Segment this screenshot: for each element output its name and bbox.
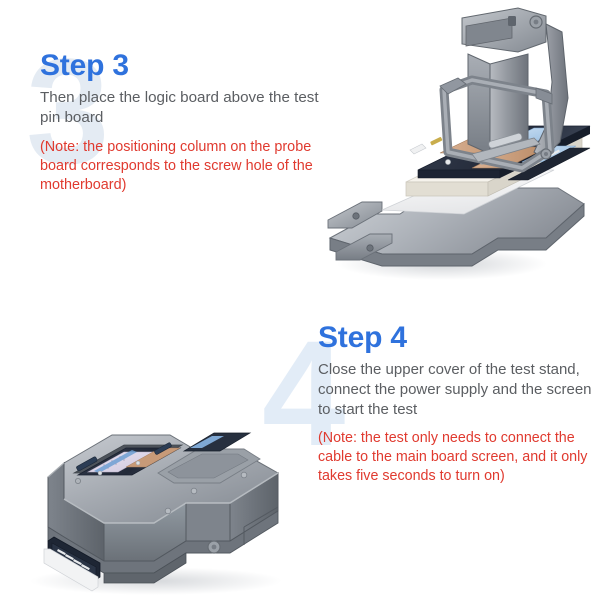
step-3-body-text: Then place the logic board above the tes… bbox=[40, 88, 319, 127]
step-4-heading: Step 4 bbox=[318, 321, 407, 354]
left-edge-highlight bbox=[47, 462, 65, 478]
right-panel-seam bbox=[243, 506, 279, 528]
cover-column bbox=[467, 53, 491, 155]
stand-base-foot bbox=[103, 552, 187, 584]
cover-latch bbox=[508, 16, 516, 26]
board-connector-right bbox=[154, 442, 172, 455]
board-screw-1 bbox=[97, 470, 103, 476]
top-screw-1 bbox=[190, 487, 198, 495]
base-screw-hole-1 bbox=[352, 212, 360, 220]
test-pin-board-side bbox=[405, 181, 489, 197]
step-4-text-block: Step 4 Close the upper cover of the test… bbox=[318, 322, 596, 486]
side-thumbscrew-right-inner bbox=[211, 544, 217, 550]
front-connector-contacts bbox=[57, 549, 90, 570]
top-recess-inner bbox=[167, 453, 249, 479]
cover-plunger bbox=[488, 132, 523, 149]
step-3-heading: Step 3 bbox=[40, 49, 129, 82]
secondary-board-blue bbox=[190, 436, 224, 448]
pcb-screw-1 bbox=[445, 159, 451, 165]
cover-cross-bar bbox=[471, 137, 541, 163]
secondary-board bbox=[182, 432, 252, 452]
step-4-note-text: (Note: the test only needs to connect th… bbox=[318, 430, 588, 485]
side-screw-left bbox=[75, 478, 82, 485]
probe-board-strip bbox=[507, 147, 591, 181]
cover-pivot-screw-inner bbox=[533, 19, 539, 25]
top-screw-3 bbox=[164, 507, 172, 515]
pcb-connector-1 bbox=[430, 137, 443, 146]
stand-front-face-2 bbox=[185, 502, 231, 542]
cover-hinge-right bbox=[535, 87, 553, 105]
step-3-text-block: Step 3 Then place the logic board above … bbox=[40, 50, 330, 195]
flex-cable bbox=[409, 143, 427, 155]
cover-lower-screw-inner bbox=[544, 152, 548, 156]
base-screw-hole-2 bbox=[366, 244, 374, 252]
board-connector-left bbox=[76, 456, 98, 472]
cover-window-frame-hi bbox=[442, 78, 552, 170]
cover-top-handle bbox=[465, 17, 513, 47]
top-screw-2 bbox=[240, 471, 248, 479]
cover-hinge-left bbox=[439, 77, 467, 95]
board-screw-2 bbox=[135, 460, 141, 466]
front-connector-white-backing bbox=[43, 548, 99, 592]
step-3-note-text: (Note: the positioning column on the pro… bbox=[40, 138, 313, 193]
base-fork-arm-lower bbox=[335, 233, 393, 261]
step-3-watermark-number: 3 bbox=[26, 27, 110, 195]
board-blue-stripe bbox=[94, 450, 137, 473]
step-3-product-image bbox=[322, 2, 600, 287]
logic-board-edge bbox=[417, 169, 501, 179]
step-4-product-image bbox=[8, 415, 304, 597]
step-4-body-text: Close the upper cover of the test stand,… bbox=[318, 360, 592, 419]
step-4-watermark-number: 4 bbox=[262, 309, 346, 477]
base-plate-front bbox=[329, 202, 585, 267]
